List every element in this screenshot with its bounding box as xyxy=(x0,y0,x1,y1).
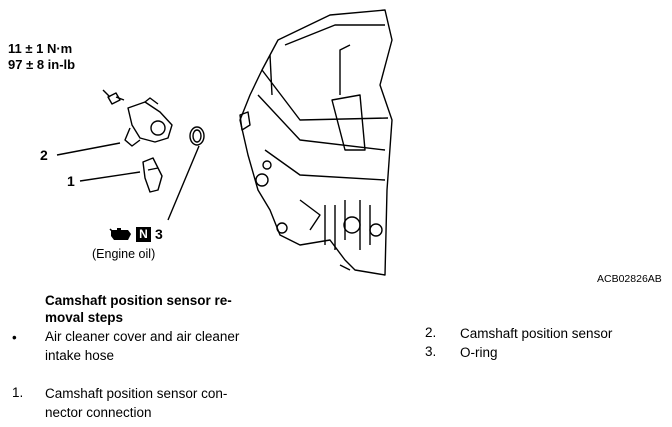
torque-spec: 11 ± 1 N·m 97 ± 8 in-lb xyxy=(8,41,75,73)
step-line: Camshaft position sensor xyxy=(460,326,613,341)
torque-metric: 11 ± 1 N·m xyxy=(8,41,73,56)
procedure-heading: Camshaft position sensor re- moval steps xyxy=(45,292,275,326)
step-line: intake hose xyxy=(45,348,115,363)
step-marker: 1. xyxy=(12,385,24,400)
step-item: Camshaft position sensor con- nector con… xyxy=(45,384,227,422)
step-marker: • xyxy=(12,330,17,345)
step-line: O-ring xyxy=(460,345,498,360)
new-part-badge: N xyxy=(136,226,151,242)
step-line: nector connection xyxy=(45,405,152,420)
engine-oil-label: (Engine oil) xyxy=(92,247,156,261)
heading-line-2: moval steps xyxy=(45,310,124,325)
step-marker: 2. xyxy=(425,325,437,340)
step-marker: 3. xyxy=(425,344,437,359)
step-item: O-ring xyxy=(460,343,498,362)
callout-3: 3 xyxy=(155,226,163,242)
exploded-view-figure: 11 ± 1 N·m 97 ± 8 in-lb 2 1 N 3 (Engine … xyxy=(8,9,662,285)
step-line: Air cleaner cover and air cleaner xyxy=(45,329,240,344)
step-item: Camshaft position sensor xyxy=(460,324,612,343)
oil-can-icon xyxy=(109,228,131,240)
engine-illustration xyxy=(56,9,393,276)
image-code: ACB02826AB xyxy=(597,273,662,285)
lubricant-symbol: N 3 xyxy=(108,226,163,242)
callout-1: 1 xyxy=(67,173,75,189)
step-item: Air cleaner cover and air cleaner intake… xyxy=(45,327,239,365)
torque-imperial: 97 ± 8 in-lb xyxy=(8,57,76,72)
step-line: Camshaft position sensor con- xyxy=(45,386,228,401)
heading-line-1: Camshaft position sensor re- xyxy=(45,293,232,308)
callout-2: 2 xyxy=(40,147,48,163)
